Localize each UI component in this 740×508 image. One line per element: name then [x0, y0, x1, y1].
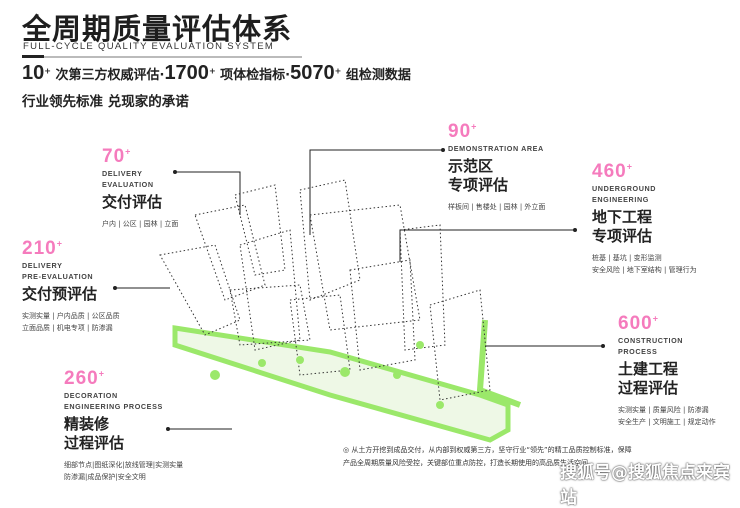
stat-sup: +	[208, 66, 216, 76]
stat-text: 次第三方权威评估·	[55, 68, 165, 83]
en-label: DELIVERY	[102, 169, 143, 178]
plus: +	[626, 161, 633, 172]
section-pre-evaluation: 210+ DELIVERY PRE-EVALUATION 交付预评估 实测实量 …	[22, 238, 120, 334]
cn-heading: 地下工程	[592, 208, 653, 226]
plus: +	[98, 368, 105, 379]
green-strip	[476, 319, 522, 408]
count: 90	[448, 121, 472, 142]
plus: +	[652, 313, 659, 324]
green-belt	[172, 325, 511, 443]
building-illustration	[113, 148, 605, 443]
cn-heading: 专项评估	[592, 227, 653, 245]
items: 安全生产 | 文明施工 | 规定动作	[618, 418, 716, 426]
cn-heading: 精装修	[64, 415, 110, 433]
en-label: UNDERGROUND	[592, 184, 657, 193]
items: 防渗漏|成品保护|安全文明	[64, 473, 146, 481]
cn-heading: 交付评估	[102, 193, 163, 211]
stat-text: 组检测数据	[345, 68, 411, 83]
stat-text: 项体检指标·	[220, 68, 291, 83]
en-label: CONSTRUCTION	[618, 336, 684, 345]
plus: +	[56, 238, 63, 249]
en-label: PROCESS	[618, 347, 658, 356]
items: 细部节点|图纸深化|放线管理|实测实量	[64, 461, 184, 469]
en-label: EVALUATION	[102, 180, 154, 189]
count: 460	[592, 161, 627, 182]
count: 210	[22, 238, 57, 259]
page-title: 全周期质量评估体系	[22, 12, 293, 46]
buildings	[159, 179, 491, 401]
items: 实测实量 | 户内品质 | 公区品质	[22, 312, 120, 320]
en-label: ENGINEERING PROCESS	[64, 402, 163, 411]
section-underground: 460+ UNDERGROUND ENGINEERING 地下工程 专项评估 桩…	[592, 161, 697, 276]
stats-line: 10+ 次第三方权威评估·1700+ 项体检指标·5070+ 组检测数据	[22, 62, 411, 85]
stat-number: 10	[22, 62, 45, 84]
cn-heading: 专项评估	[448, 176, 509, 194]
items: 安全风险 | 地下室结构 | 管理行为	[592, 266, 697, 274]
stat-number: 5070	[290, 62, 335, 84]
en-label: DELIVERY	[22, 261, 63, 270]
plus: +	[125, 146, 132, 157]
footnote: ◎ 从土方开挖到成品交付，从内部到权威第三方，坚守行业“领先”的精工品质控制标准…	[343, 446, 632, 467]
trees	[210, 341, 444, 409]
cn-heading: 过程评估	[618, 379, 679, 397]
plus: +	[471, 121, 478, 132]
count: 600	[618, 313, 653, 334]
items: 立面品质 | 机电专项 | 防渗漏	[22, 324, 113, 332]
section-construction: 600+ CONSTRUCTION PROCESS 土建工程 过程评估 实测实量…	[618, 313, 716, 428]
count: 260	[64, 368, 99, 389]
en-label: ENGINEERING	[592, 195, 649, 204]
leader-lines	[115, 149, 603, 430]
leader-dots	[113, 148, 605, 431]
page-subtitle: FULL-CYCLE QUALITY EVALUATION SYSTEM	[23, 41, 275, 52]
stat-sup: +	[334, 66, 342, 76]
en-label: DEMONSTRATION AREA	[448, 144, 544, 153]
tagline: 行业领先标准 兑现家的承诺	[22, 94, 189, 110]
section-delivery: 70+ DELIVERY EVALUATION 交付评估 户内 | 公区 | 园…	[102, 146, 178, 230]
cn-heading: 过程评估	[64, 434, 125, 452]
items: 样板间 | 售楼处 | 园林 | 外立面	[448, 203, 546, 211]
section-decoration: 260+ DECORATION ENGINEERING PROCESS 精装修 …	[64, 368, 183, 483]
cn-heading: 交付预评估	[22, 285, 98, 303]
section-demonstration: 90+ DEMONSTRATION AREA 示范区 专项评估 样板间 | 售楼…	[448, 121, 545, 213]
stat-number: 1700	[164, 62, 209, 84]
cn-heading: 土建工程	[618, 360, 679, 378]
cn-heading: 示范区	[448, 157, 494, 175]
items: 桩基 | 基坑 | 变形监测	[592, 254, 662, 262]
stat-sup: +	[44, 66, 51, 76]
en-label: DECORATION	[64, 391, 118, 400]
items: 实测实量 | 质量风险 | 防渗漏	[618, 406, 709, 414]
items: 户内 | 公区 | 园林 | 立面	[102, 220, 179, 228]
en-label: PRE-EVALUATION	[22, 272, 94, 281]
watermark: 搜狐号@搜狐焦点来宾站	[560, 463, 730, 508]
count: 70	[102, 146, 126, 167]
divider	[22, 55, 302, 58]
